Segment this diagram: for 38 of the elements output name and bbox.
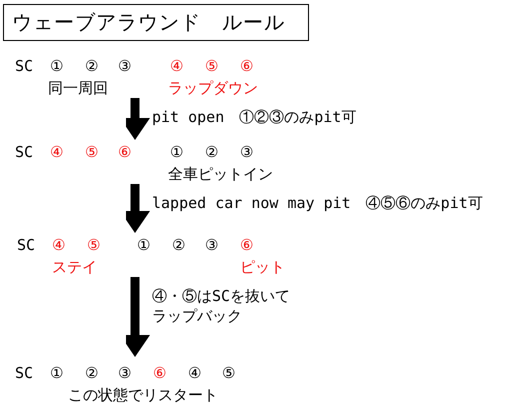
car-number: ① [137,236,150,254]
car-number: ⑤ [87,236,100,254]
car-number: ① [170,143,183,161]
car-number: ④ [188,364,201,382]
edge-label: lapped car now may pit ④⑤⑥のみpit可 [152,193,484,213]
safety-car-label: SC [15,143,34,161]
car-number: ③ [205,236,218,254]
car-number: ① [50,364,63,382]
car-number: ② [85,57,98,75]
car-number: ③ [118,57,131,75]
status-label: ピット [240,258,285,276]
car-number: ⑥ [240,57,253,75]
edge-label: ④・⑤はSCを抜いてラップバック [152,286,292,326]
car-number: ② [85,364,98,382]
car-number: ⑥ [240,236,253,254]
car-number: ⑥ [118,143,131,161]
car-number: ⑤ [205,57,218,75]
safety-car-label: SC [15,57,34,75]
car-number: ② [205,143,218,161]
edge-label: pit open ①②③のみpit可 [152,107,358,127]
car-number: ⑤ [85,143,98,161]
status-label: ステイ [52,258,97,276]
status-label: この状態でリスタート [68,386,218,404]
status-label: ラップダウン [168,79,258,97]
car-number: ③ [118,364,131,382]
car-number: ④ [50,143,63,161]
safety-car-label: SC [17,236,36,254]
car-number: ② [172,236,185,254]
safety-car-label: SC [15,364,34,382]
car-number: ④ [170,57,183,75]
title-box: ウェーブアラウンド ルール [3,4,309,41]
status-label: 全車ピットイン [168,165,273,183]
car-number: ⑥ [153,364,166,382]
status-label: 同一周回 [48,79,108,97]
car-number: ③ [240,143,253,161]
car-number: ① [50,57,63,75]
car-number: ④ [52,236,65,254]
car-number: ⑤ [222,364,235,382]
